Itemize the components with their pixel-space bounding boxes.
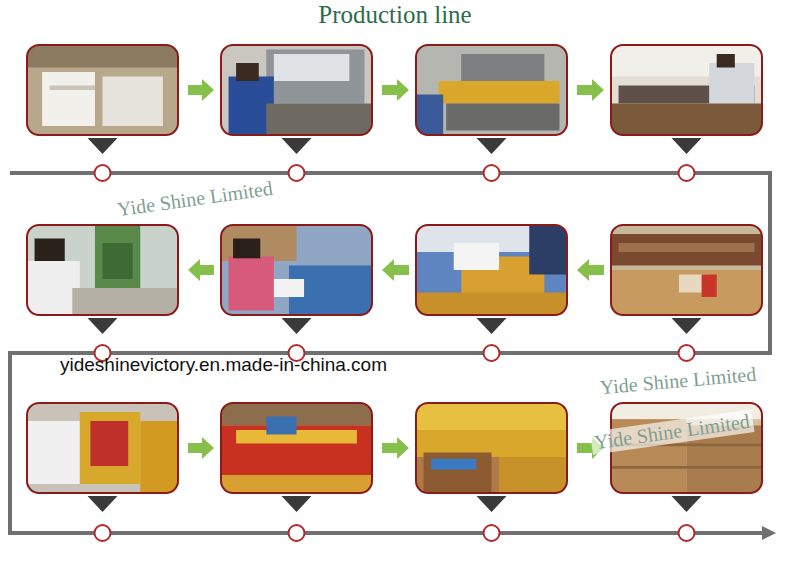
production-photo	[221, 403, 372, 493]
timeline-dot	[484, 165, 500, 181]
timeline-dot	[289, 165, 305, 181]
pointer-triangle	[477, 138, 507, 154]
flow-arrow	[577, 259, 604, 281]
timeline-dot	[95, 165, 111, 181]
watermark: Yide Shine Limited	[596, 362, 760, 399]
production-photo	[221, 45, 372, 135]
timeline-dot	[484, 345, 500, 361]
timeline-dot	[679, 525, 695, 541]
production-photo	[611, 45, 762, 135]
production-photo	[416, 403, 567, 493]
timeline-arrowhead	[762, 526, 776, 540]
timeline-dot	[679, 165, 695, 181]
watermark: Yide Shine Limited	[113, 176, 277, 221]
diagram-title: Production line	[0, 1, 790, 29]
production-photo	[27, 403, 178, 493]
pointer-triangle	[88, 318, 118, 334]
pointer-triangle	[282, 138, 312, 154]
timeline-dot	[289, 525, 305, 541]
production-photo	[221, 225, 372, 315]
flow-arrow	[577, 79, 604, 101]
pointer-triangle	[672, 318, 702, 334]
flow-arrow	[188, 437, 214, 459]
website-url: yideshinevictory.en.made-in-china.com	[60, 354, 387, 376]
pointer-triangle	[477, 496, 507, 512]
production-photo	[416, 45, 567, 135]
flow-arrow	[188, 259, 214, 281]
flow-arrow	[382, 79, 409, 101]
flow-arrow	[382, 437, 409, 459]
pointer-triangle	[672, 138, 702, 154]
production-photo	[27, 45, 178, 135]
flow-arrow	[188, 79, 214, 101]
production-photo	[611, 225, 762, 315]
pointer-triangle	[88, 138, 118, 154]
pointer-triangle	[282, 318, 312, 334]
timeline-dot	[484, 525, 500, 541]
flow-arrow	[382, 259, 409, 281]
timeline-dot	[679, 345, 695, 361]
timeline-dot	[95, 525, 111, 541]
pointer-triangle	[282, 496, 312, 512]
production-photo	[416, 225, 567, 315]
pointer-triangle	[672, 496, 702, 512]
pointer-triangle	[477, 318, 507, 334]
pointer-triangle	[88, 496, 118, 512]
timeline-line	[10, 173, 770, 533]
production-photo	[27, 225, 178, 315]
